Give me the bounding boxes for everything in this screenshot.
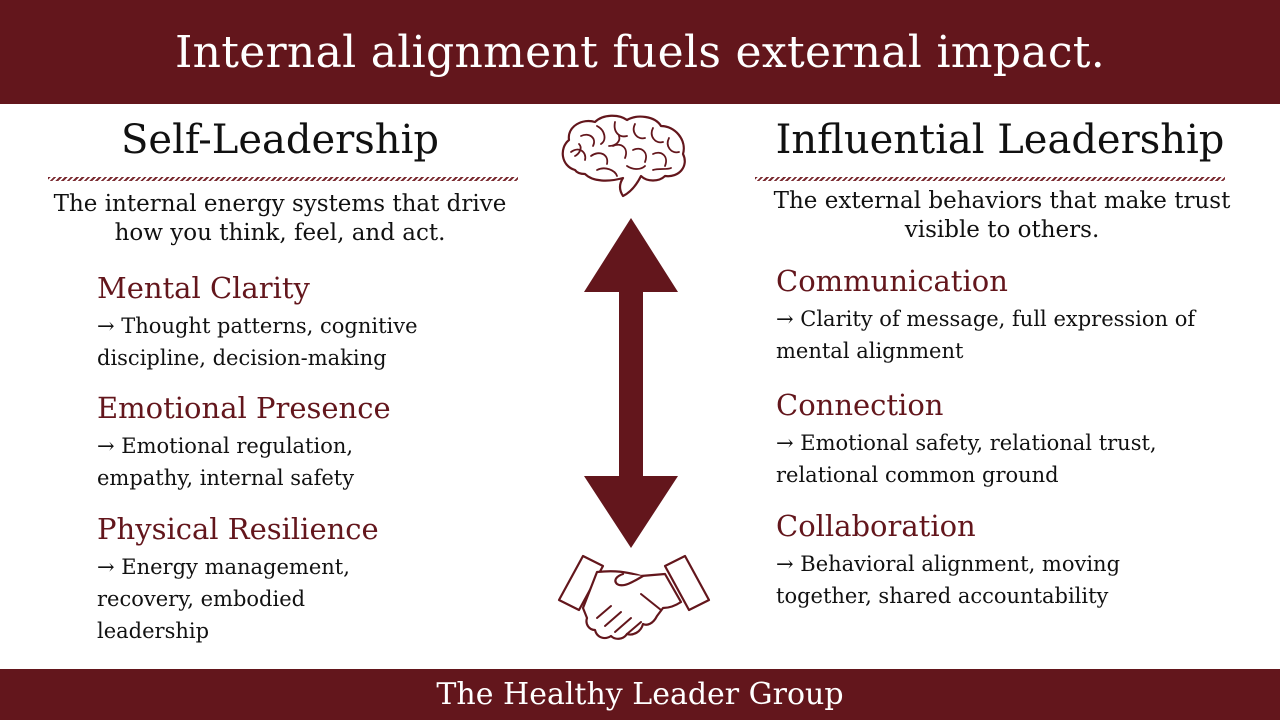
item-title: Communication [776,264,1008,298]
left-item-physical-resilience: Physical Resilience → Energy management,… [97,511,517,647]
header-banner: Internal alignment fuels external impact… [0,0,1280,104]
double-arrow-icon [584,218,678,548]
item-title: Connection [776,388,944,422]
item-title: Physical Resilience [97,512,379,546]
self-leadership-title: Self-Leadership [121,117,439,163]
item-description: → Emotional regulation, empathy, interna… [97,434,355,490]
item-title: Collaboration [776,509,976,543]
left-item-mental-clarity: Mental Clarity → Thought patterns, cogni… [97,270,497,374]
handshake-icon [557,554,711,640]
self-leadership-description: The internal energy systems that drive h… [53,191,507,246]
left-item-emotional-presence: Emotional Presence → Emotional regulatio… [97,390,497,494]
item-description: → Emotional safety, relational trust, re… [776,431,1157,487]
organization-name: The Healthy Leader Group [436,677,844,712]
right-divider [755,177,1225,181]
item-description: → Clarity of message, full expression of… [776,307,1196,363]
brain-icon [561,114,686,198]
item-title: Mental Clarity [97,271,310,305]
right-item-connection: Connection → Emotional safety, relationa… [776,387,1246,491]
item-description: → Behavioral alignment, moving together,… [776,552,1121,608]
left-divider [48,177,518,181]
influential-leadership-title: Influential Leadership [775,117,1225,163]
item-title: Emotional Presence [97,391,391,425]
item-description: → Energy management, recovery, embodied … [97,555,350,643]
right-item-collaboration: Collaboration → Behavioral alignment, mo… [776,508,1246,612]
influential-leadership-description: The external behaviors that make trust v… [773,188,1231,243]
footer-banner: The Healthy Leader Group [0,669,1280,720]
item-description: → Thought patterns, cognitive discipline… [97,314,418,370]
page-title: Internal alignment fuels external impact… [174,26,1106,78]
right-item-communication: Communication → Clarity of message, full… [776,263,1246,367]
